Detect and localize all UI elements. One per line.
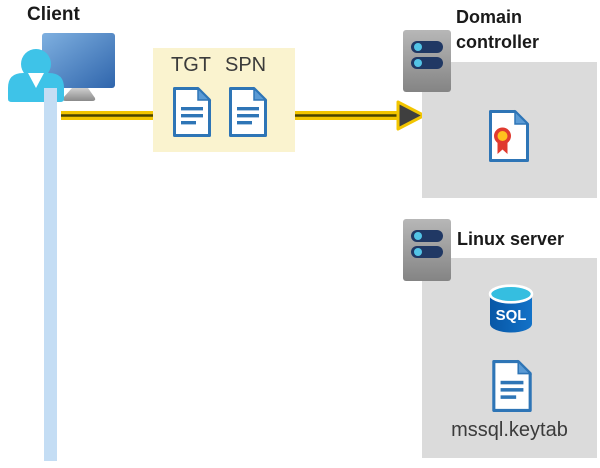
linux-server-box: SQL mssql.keytab: [422, 258, 597, 458]
ticket-box: TGT SPN: [153, 48, 295, 152]
tgt-document-icon: [173, 86, 212, 137]
monitor-stand: [62, 88, 96, 101]
keytab-document-icon: [492, 359, 533, 412]
client-lifeline: [44, 88, 57, 461]
linux-server-label: Linux server: [457, 229, 565, 249]
sql-text: SQL: [496, 307, 527, 324]
spn-label: SPN: [225, 54, 267, 76]
tgt-label: TGT: [171, 54, 211, 76]
keytab-label: mssql.keytab: [451, 419, 568, 441]
sql-database-icon: SQL: [488, 284, 534, 333]
monitor-shape: [42, 33, 115, 88]
client-computer-icon: [8, 33, 115, 102]
domain-controller-label: Domain controller: [456, 7, 540, 52]
client-label: Client: [27, 4, 80, 25]
domain-controller-server-icon: [403, 30, 451, 92]
arrowhead: [396, 100, 426, 131]
domain-controller-box: [422, 62, 597, 198]
spn-document-icon: [229, 86, 268, 137]
linux-server-icon: [403, 219, 451, 281]
certificate-icon: [489, 109, 530, 162]
